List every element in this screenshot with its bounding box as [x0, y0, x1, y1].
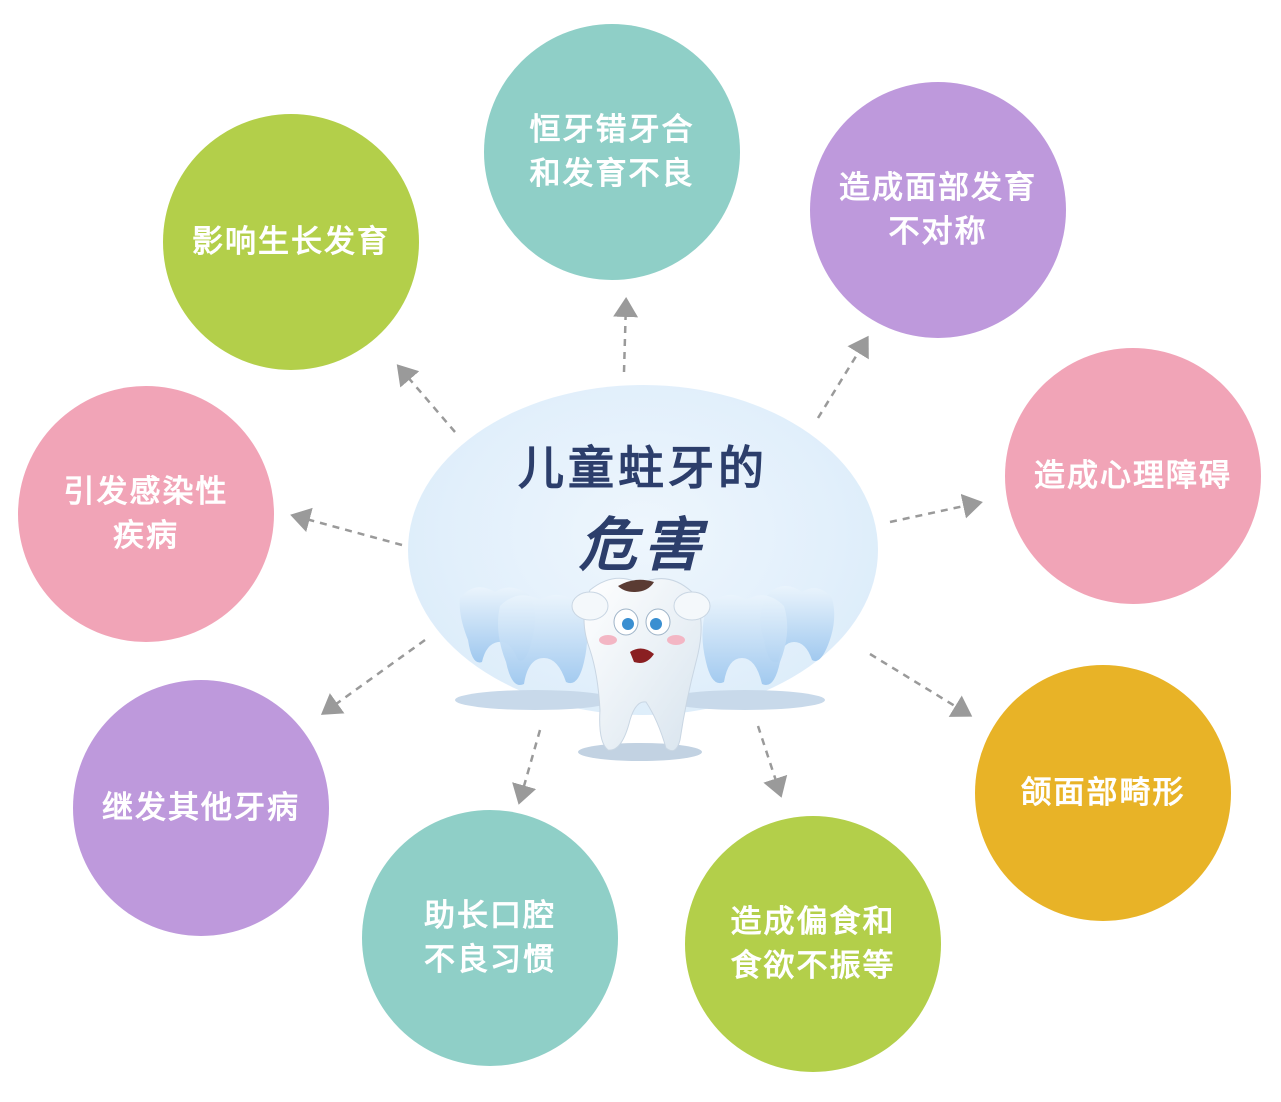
arrow-growth: [396, 364, 456, 433]
shadow-right: [665, 690, 825, 710]
shadow-left: [455, 690, 615, 710]
harm-face-asymmetry: 造成面部发育 不对称: [810, 82, 1066, 338]
right-hand: [673, 591, 711, 621]
harm-other-diseases: 继发其他牙病: [73, 680, 329, 936]
right-cheek: [667, 635, 685, 645]
left-hand: [571, 591, 609, 621]
arrow-jaw-deformity: [869, 652, 973, 717]
harm-malocclusion: 恒牙错牙合 和发育不良: [484, 24, 740, 280]
harm-growth: 影响生长发育: [163, 114, 419, 370]
left-pupil: [622, 618, 634, 630]
shadow-center: [578, 743, 702, 761]
arrow-infection: [290, 507, 403, 547]
title-line-1: 儿童蛀牙的: [518, 441, 768, 495]
decay-spot: [618, 579, 654, 592]
arrow-malocclusion: [613, 297, 639, 373]
right-pupil: [650, 618, 662, 630]
molar-front-right: [702, 594, 788, 686]
left-cheek: [599, 635, 617, 645]
harm-bad-habits: 助长口腔 不良习惯: [362, 810, 618, 1066]
tooth-illustration: [455, 577, 835, 761]
title-line-2: 危害: [578, 511, 707, 579]
arrow-face-asymmetry: [816, 335, 869, 419]
harm-psychological: 造成心理障碍: [1005, 348, 1261, 604]
harm-infection: 引发感染性 疾病: [18, 386, 274, 642]
harm-jaw-deformity: 颌面部畸形: [975, 665, 1231, 921]
arrow-psychological: [889, 493, 983, 524]
molar-front-left: [498, 594, 588, 686]
harm-picky-eating: 造成偏食和 食欲不振等: [685, 816, 941, 1072]
arrow-other-diseases: [320, 638, 426, 715]
arrow-picky-eating: [756, 725, 788, 798]
main-tooth: [583, 577, 702, 752]
mouth: [630, 648, 654, 663]
